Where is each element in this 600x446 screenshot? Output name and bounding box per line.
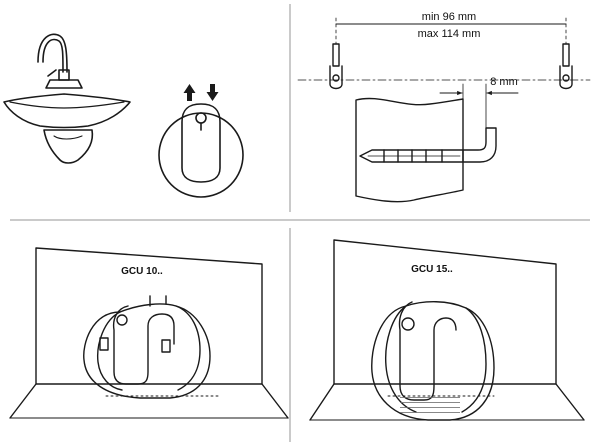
dimension-min-label: min 96 mm: [422, 11, 476, 23]
dimension-max-label: max 114 mm: [418, 28, 481, 40]
panel-bottom-left: [9, 247, 289, 419]
dimension-offset-label: 8 mm: [490, 76, 518, 88]
boiler-gcu10: [83, 295, 221, 399]
arrow-down-icon: [206, 84, 219, 101]
mounting-bracket-icon: [462, 127, 497, 163]
wall-corner-right: [333, 239, 557, 385]
siphon-icon: [43, 129, 94, 164]
wall-plug-icon: [359, 149, 464, 163]
panel-dividers: [10, 4, 590, 442]
model-label-gcu10: GCU 10..: [121, 266, 163, 277]
model-label-gcu15: GCU 15..: [411, 264, 453, 275]
wall-hook-icon: [559, 43, 573, 90]
washbasin-icon: [3, 93, 131, 129]
panel-bottom-right: [309, 239, 585, 421]
panel-top-left: [3, 33, 244, 198]
arrow-up-icon: [183, 84, 196, 101]
panel-top-right: [297, 17, 591, 203]
wall-section: [355, 97, 464, 203]
faucet-icon: [37, 33, 83, 89]
boiler-gcu15: [371, 301, 495, 421]
wall-hook-icon: [329, 43, 343, 90]
small-boiler-front-view: [158, 103, 244, 198]
